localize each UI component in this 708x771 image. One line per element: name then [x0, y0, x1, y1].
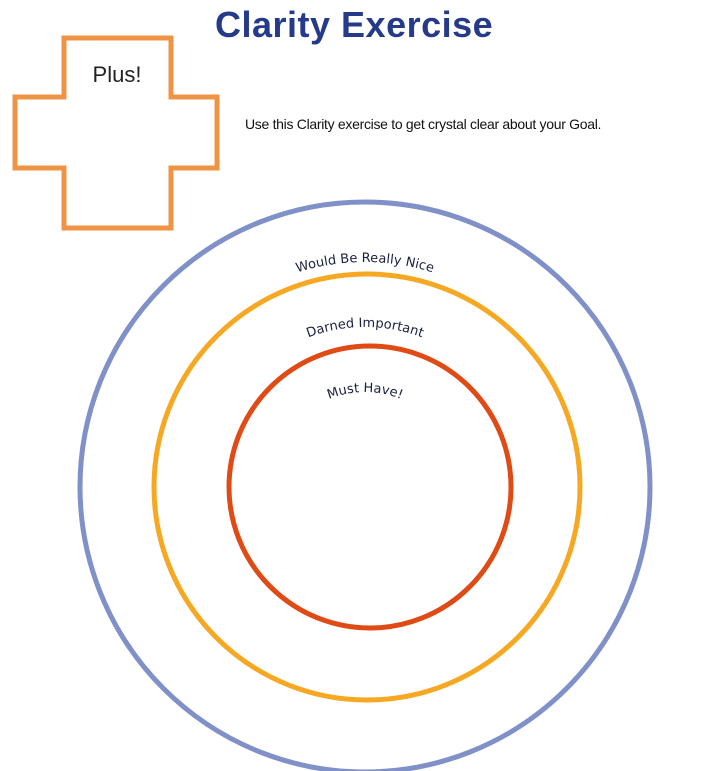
intro-text: Use this Clarity exercise to get crystal…	[245, 116, 602, 132]
page-title-text: Clarity Exercise	[215, 4, 494, 45]
ring-must-have	[226, 343, 514, 631]
svg-text:Darned Important: Darned Important	[305, 316, 426, 341]
ring-darned-important	[151, 271, 583, 703]
plus-box	[12, 35, 220, 231]
svg-text:Must Have!: Must Have!	[325, 381, 405, 403]
ring-label-must-have: Must Have!	[325, 381, 405, 403]
ring-label-darned-important: Darned Important	[305, 316, 426, 341]
plus-label: Plus!	[93, 62, 142, 87]
ring-would-be-really-nice	[77, 199, 653, 771]
